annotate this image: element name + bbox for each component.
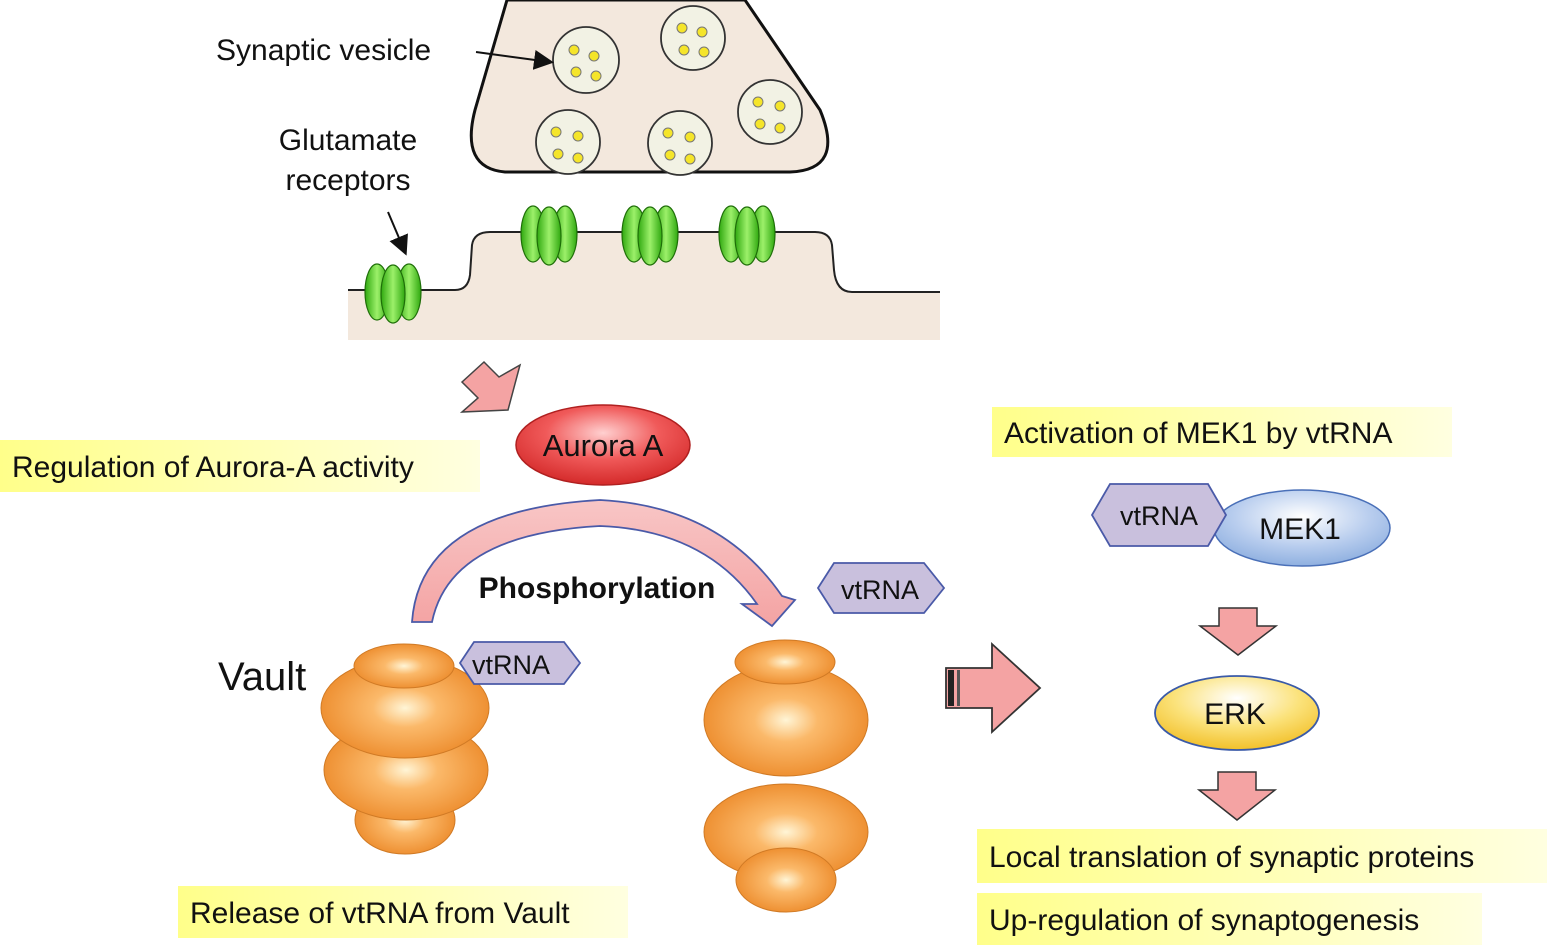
regulation-aurora-label: Regulation of Aurora-A activity <box>12 451 414 484</box>
mek1-label: MEK1 <box>1259 513 1341 546</box>
vtrna-bound-vault: vtRNA <box>458 641 582 685</box>
upregulation-highlight <box>977 893 1482 945</box>
glutamate-receptor <box>520 205 578 266</box>
synaptic-vesicle-label: Synaptic vesicle <box>216 34 431 67</box>
phosphorylation-label: Phosphorylation <box>479 572 716 605</box>
vtrna-label: vtRNA <box>841 575 919 605</box>
local-translation-highlight <box>977 829 1547 883</box>
glutamate-receptor <box>364 263 422 324</box>
upregulation-label: Up-regulation of synaptogenesis <box>989 904 1419 937</box>
vault-lower-half <box>703 783 869 913</box>
mek1-to-erk-arrow <box>1197 607 1279 656</box>
glutamate-receptors-label-line2: receptors <box>285 164 410 197</box>
phosphorylation-arrow <box>411 499 797 628</box>
erk-to-translation-arrow <box>1196 771 1278 821</box>
postsynaptic-region <box>348 232 940 340</box>
synaptic-vesicle <box>647 110 713 176</box>
erk-node <box>1154 675 1320 751</box>
glutamate-receptors-label-line1: Glutamate <box>279 124 417 157</box>
glutamate-receptor <box>621 205 679 266</box>
vtrna-bound-mek1: vtRNA <box>1090 483 1228 547</box>
receptor-pointer-arrow <box>387 211 408 256</box>
erk-label: ERK <box>1204 698 1266 731</box>
synaptic-vesicle <box>660 5 726 71</box>
synaptic-vesicle <box>737 79 803 145</box>
vault-label: Vault <box>218 655 306 699</box>
local-translation-label: Local translation of synaptic proteins <box>989 841 1474 874</box>
aurora-a-node <box>515 404 691 486</box>
activation-arrow-down <box>459 360 522 413</box>
synaptic-vesicle <box>552 26 620 94</box>
release-vtrna-label: Release of vtRNA from Vault <box>190 897 570 930</box>
regulation-aurora-highlight <box>0 440 480 492</box>
pathway-transition-arrow <box>945 641 1042 735</box>
activation-mek1-label: Activation of MEK1 by vtRNA <box>1004 417 1392 450</box>
vtrna-label: vtRNA <box>1120 501 1198 531</box>
vesicle-pointer-arrow <box>475 49 554 70</box>
aurora-a-label: Aurora A <box>543 428 664 463</box>
synaptic-vesicle <box>535 109 601 175</box>
vault-upper-half <box>703 639 869 777</box>
activation-mek1-highlight <box>992 407 1452 457</box>
release-vtrna-highlight <box>178 886 628 938</box>
vtrna-released: vtRNA <box>816 562 946 614</box>
vault-intact <box>320 643 490 855</box>
vtrna-label: vtRNA <box>472 650 550 680</box>
synapse-illustration <box>348 0 940 340</box>
glutamate-receptor <box>718 205 776 266</box>
